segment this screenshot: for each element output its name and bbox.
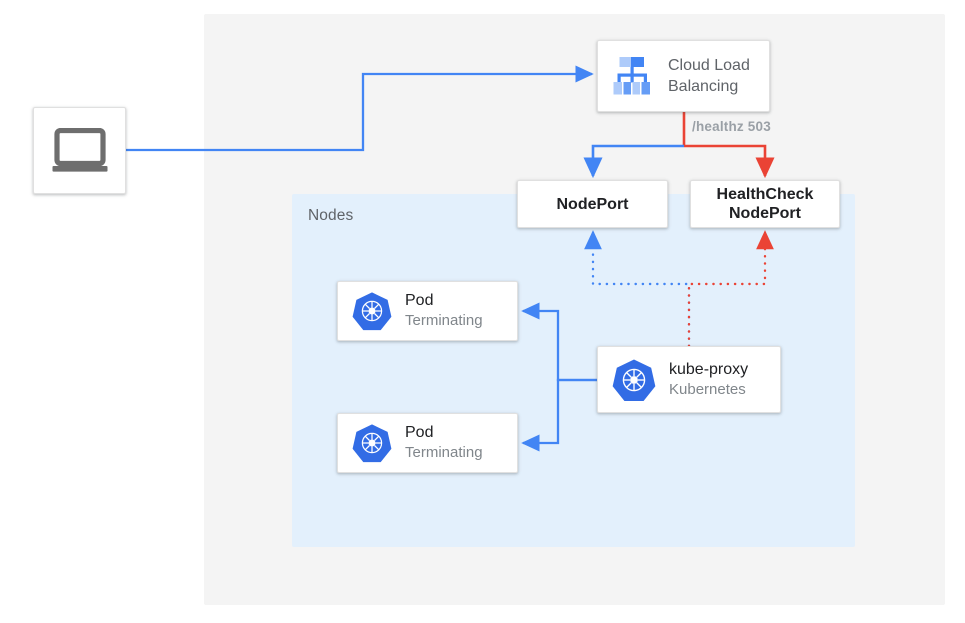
- pod-status-2: Terminating: [405, 444, 483, 461]
- pod-status-1: Terminating: [405, 312, 483, 329]
- pod-card-2[interactable]: Pod Terminating: [337, 413, 518, 473]
- kube-proxy-subtitle: Kubernetes: [669, 380, 746, 398]
- pod-title-2: Pod: [405, 424, 434, 441]
- pod-title-1: Pod: [405, 292, 434, 309]
- laptop-icon: [52, 127, 107, 172]
- nodeport-label: NodePort: [556, 195, 629, 213]
- healthz-status-label: /healthz 503: [692, 119, 771, 134]
- kube-proxy-title: kube-proxy: [669, 360, 749, 378]
- cloud-load-balancing-icon: [613, 57, 650, 95]
- healthcheck-nodeport-card[interactable]: HealthCheck NodePort: [690, 180, 840, 228]
- healthcheck-nodeport-label: HealthCheck NodePort: [716, 186, 814, 222]
- cloud-load-balancing-card[interactable]: Cloud Load Balancing: [597, 40, 770, 112]
- nodeport-card[interactable]: NodePort: [517, 180, 668, 228]
- kubernetes-icon: [612, 359, 656, 401]
- kubernetes-icon: [352, 424, 392, 463]
- client-laptop-card[interactable]: [33, 107, 126, 194]
- cloud-load-balancing-label: Cloud Load Balancing: [668, 57, 750, 95]
- nodes-panel-label: Nodes: [308, 207, 354, 224]
- kube-proxy-text: kube-proxy Kubernetes: [669, 360, 748, 400]
- kubernetes-icon: [352, 292, 392, 331]
- pod-card-1[interactable]: Pod Terminating: [337, 281, 518, 341]
- kube-proxy-card[interactable]: kube-proxy Kubernetes: [597, 346, 781, 413]
- pod-text-2: Pod Terminating: [405, 423, 483, 463]
- pod-text-1: Pod Terminating: [405, 291, 483, 331]
